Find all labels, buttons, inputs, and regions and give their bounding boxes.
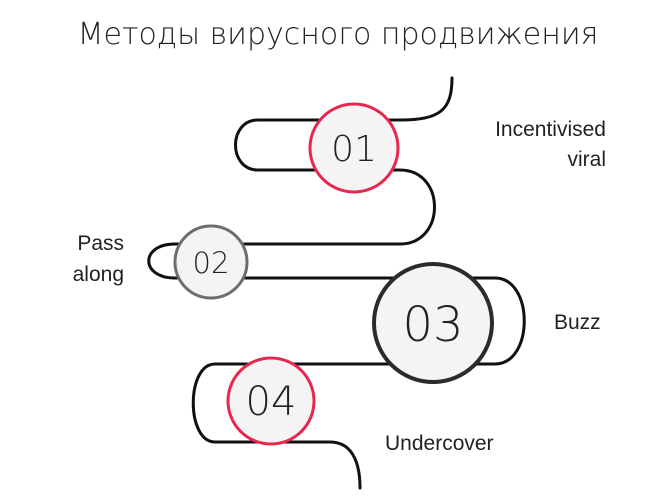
step-03-label: Buzz bbox=[554, 311, 601, 334]
step-04: 04 bbox=[226, 356, 316, 446]
step-01-number: 01 bbox=[331, 129, 377, 170]
step-04-number: 04 bbox=[246, 379, 297, 425]
step-04-label: Undercover bbox=[385, 432, 494, 455]
step-01-label-line-2: viral bbox=[567, 148, 606, 171]
step-03: 03 bbox=[372, 262, 494, 384]
step-02-circle bbox=[173, 224, 249, 300]
step-02-label-line-2: along bbox=[73, 263, 124, 286]
step-02-number: 02 bbox=[193, 246, 230, 280]
step-01-circle bbox=[308, 102, 400, 194]
step-01: 01 bbox=[308, 102, 400, 194]
page-title: Методы вирусного продвижения bbox=[78, 17, 599, 52]
step-02-label-line-1: Pass bbox=[77, 232, 124, 255]
step-04-circle bbox=[226, 356, 316, 446]
step-01-label-line-1: Incentivised bbox=[495, 118, 606, 141]
step-03-number: 03 bbox=[402, 297, 463, 353]
winding-path bbox=[147, 76, 526, 490]
step-02: 02 bbox=[173, 224, 249, 300]
step-03-circle bbox=[372, 262, 494, 384]
